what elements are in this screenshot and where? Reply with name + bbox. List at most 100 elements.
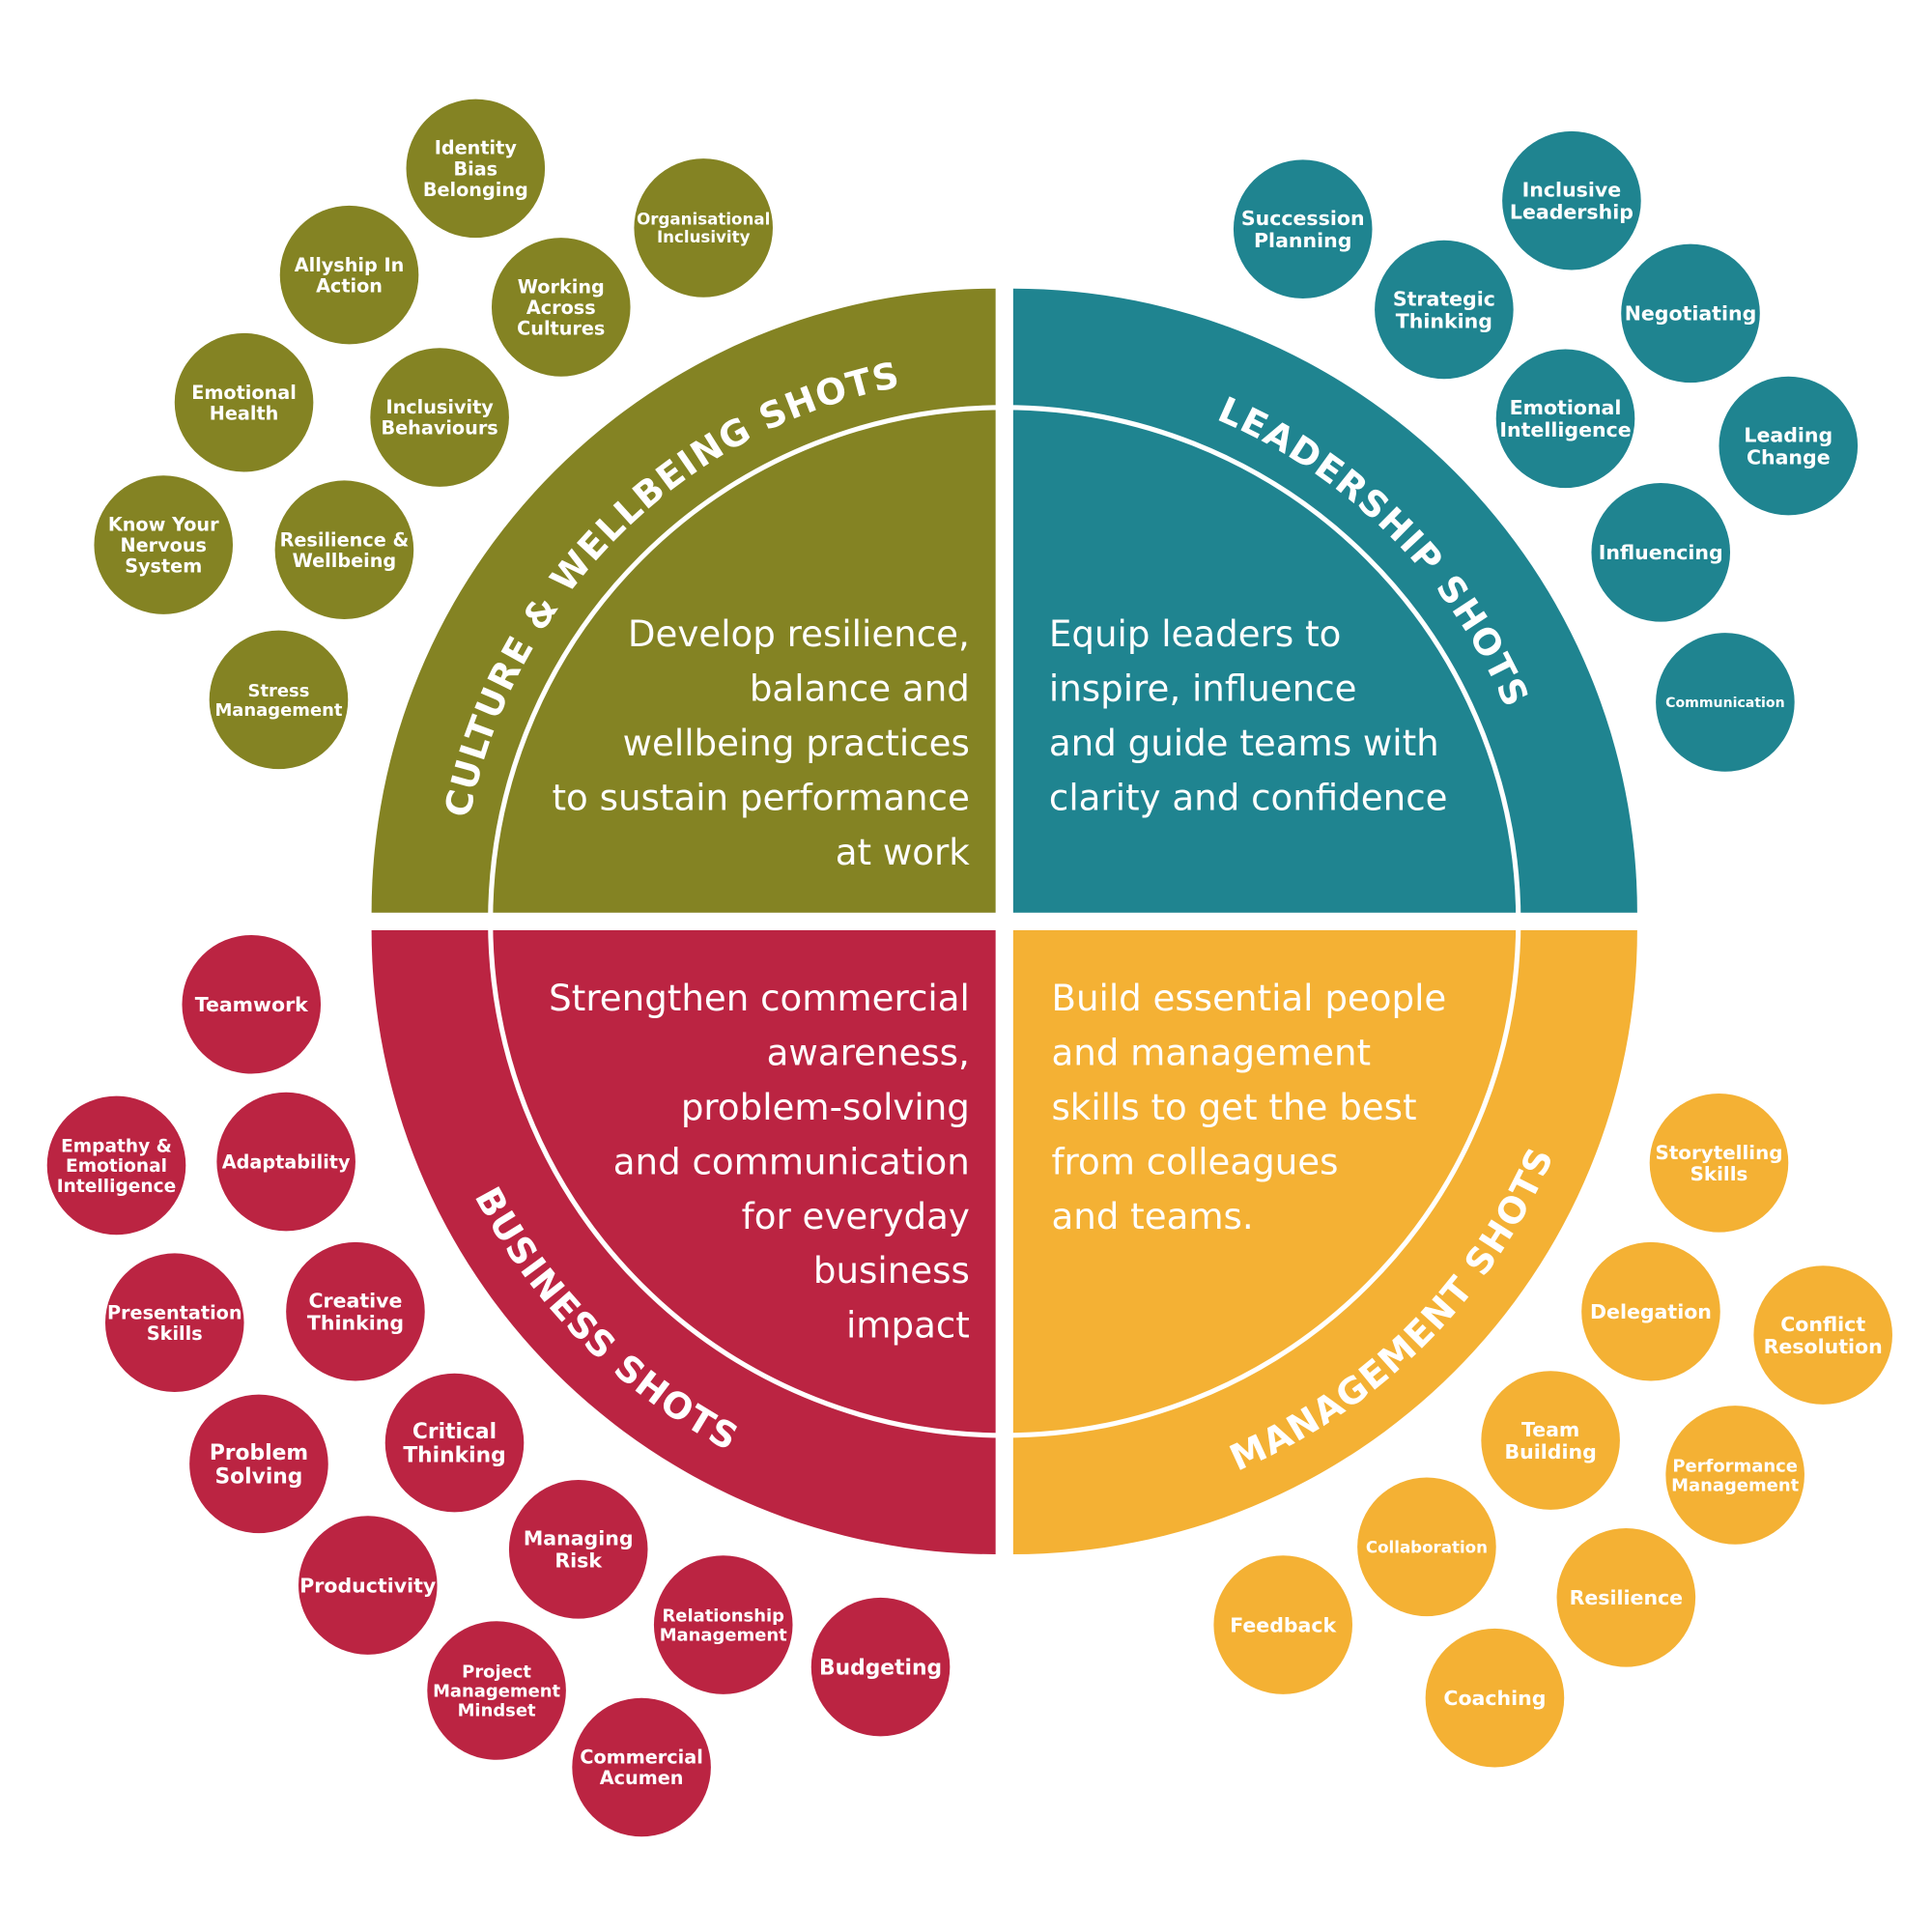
bubble-label-line: Bias <box>453 157 497 180</box>
bubble-label-line: Strategic <box>1393 287 1495 310</box>
bubble-circle <box>209 630 349 770</box>
bubble-label-line: Presentation <box>107 1301 242 1323</box>
bubble-label-line: Project <box>462 1662 531 1682</box>
bubble-label: Resilience &Wellbeing <box>280 528 410 572</box>
bubble-circle <box>1357 1477 1496 1617</box>
bubble-label-line: Budgeting <box>819 1656 942 1680</box>
bubble-label-line: Health <box>210 402 279 424</box>
bubble-circle <box>1591 483 1731 622</box>
topic-bubble-business: Teamwork <box>182 934 322 1074</box>
bubble-label-line: Organisational <box>637 211 770 229</box>
bubble-label-line: Managing <box>524 1527 634 1550</box>
description-line: problem-solving <box>681 1086 970 1128</box>
bubble-circle <box>94 475 234 614</box>
description-line: wellbeing practices <box>623 722 970 764</box>
bubble-circle <box>1481 1371 1620 1510</box>
bubble-label-line: Inclusive <box>1522 179 1622 202</box>
bubble-circle <box>1425 1628 1565 1768</box>
bubble-label-line: Wellbeing <box>293 550 397 572</box>
description-line: and teams. <box>1051 1195 1253 1237</box>
topic-bubble-business: Adaptability <box>216 1092 355 1232</box>
bubble-label-line: Resolution <box>1764 1335 1883 1358</box>
bubble-circle <box>427 1621 566 1760</box>
description-line: Equip leaders to <box>1049 612 1341 655</box>
bubble-label-line: Building <box>1505 1440 1597 1463</box>
topic-bubble-culture: Resilience &Wellbeing <box>274 480 414 620</box>
topic-bubble-business: Productivity <box>298 1516 438 1655</box>
bubble-label-line: Critical <box>412 1420 497 1444</box>
bubble-label-line: Succession <box>1241 207 1365 230</box>
bubble-label-line: Belonging <box>423 179 528 201</box>
bubble-circle <box>182 934 322 1074</box>
bubble-label-line: Team <box>1521 1418 1579 1441</box>
bubble-label-line: Skills <box>147 1322 203 1345</box>
bubble-label-line: Action <box>316 274 383 297</box>
description-line: Build essential people <box>1051 977 1446 1019</box>
divider-horizontal <box>358 912 1654 930</box>
wheel: CULTURE & WELLBEING SHOTS LEADERSHIP SHO… <box>358 272 1654 1574</box>
bubble-label-line: Influencing <box>1599 541 1723 564</box>
bubble-circle <box>189 1394 328 1534</box>
quadrant-management <box>1012 929 1637 1554</box>
bubble-label-line: Stress <box>248 681 310 701</box>
topic-bubble-business: Budgeting <box>810 1597 951 1737</box>
topic-bubble-leadership: Negotiating <box>1621 243 1760 384</box>
bubble-label-line: Emotional <box>191 382 297 404</box>
topic-bubble-leadership: Communication <box>1656 633 1795 772</box>
topic-bubble-management: Resilience <box>1556 1528 1696 1667</box>
bubble-circle <box>406 99 546 239</box>
bubble-circle <box>810 1597 951 1737</box>
description-line: at work <box>836 831 971 873</box>
bubble-label-line: Skills <box>1690 1163 1748 1185</box>
bubble-label-line: Intelligence <box>57 1177 176 1197</box>
description-line: for everyday <box>742 1195 970 1237</box>
bubble-label-line: Solving <box>215 1464 303 1489</box>
bubble-label-line: Emotional <box>66 1156 167 1177</box>
bubble-label-line: Negotiating <box>1625 302 1757 326</box>
bubble-label-line: Conflict <box>1780 1313 1865 1336</box>
bubble-label-line: Cultures <box>517 317 605 339</box>
description-line: Develop resilience, <box>628 612 970 655</box>
bubble-label: Collaboration <box>1366 1538 1488 1556</box>
description-line: to sustain performance <box>552 776 969 818</box>
bubble-circle <box>104 1253 244 1393</box>
bubble-label-line: Mindset <box>458 1701 536 1721</box>
bubble-label-line: Nervous <box>121 534 207 556</box>
bubble-circle <box>1213 1555 1352 1694</box>
bubble-circle <box>370 348 509 487</box>
topic-bubble-management: Collaboration <box>1357 1477 1496 1617</box>
bubble-label-line: Adaptability <box>222 1151 351 1173</box>
bubble-circle <box>1753 1265 1892 1405</box>
topic-bubble-management: Feedback <box>1213 1555 1352 1694</box>
bubble-label: Adaptability <box>222 1151 351 1173</box>
bubble-circle <box>216 1092 355 1232</box>
bubble-label-line: Inclusivity <box>657 228 751 246</box>
bubble-label-line: Management <box>660 1626 787 1646</box>
bubble-label-line: Performance <box>1672 1456 1798 1476</box>
bubble-label-line: Thinking <box>307 1312 404 1335</box>
bubble-circle <box>1719 376 1859 516</box>
bubble-label-line: Problem <box>210 1441 308 1465</box>
bubble-label-line: Identity <box>435 137 518 159</box>
